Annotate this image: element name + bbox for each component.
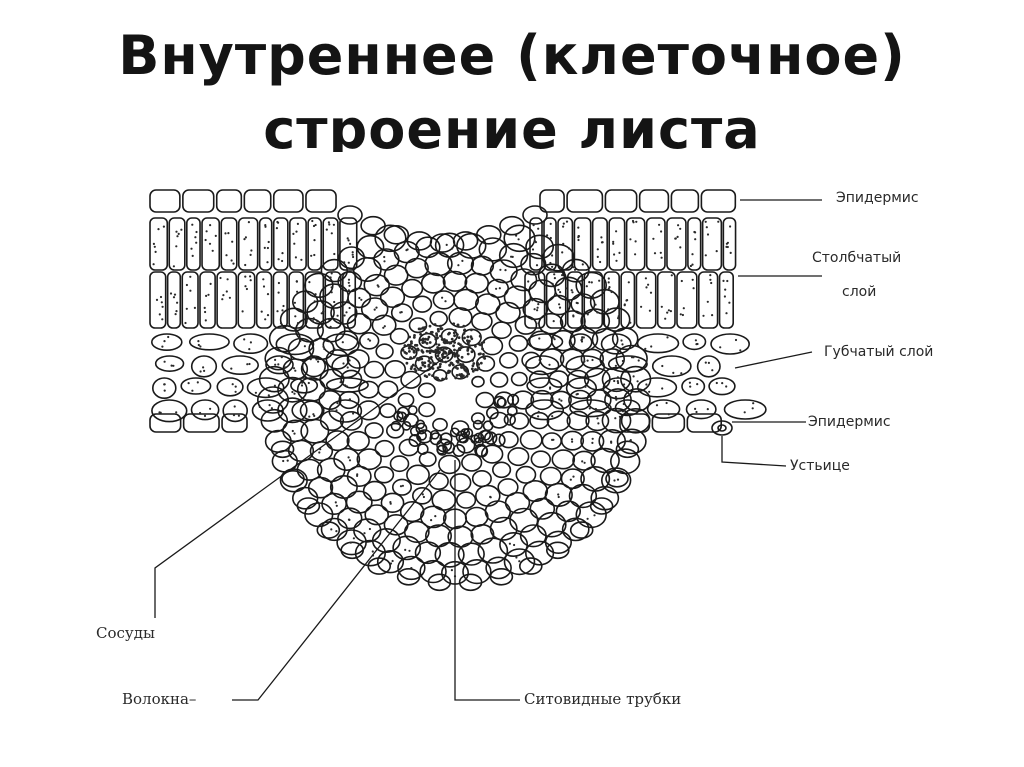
- label-stoma: Устьице: [790, 458, 850, 474]
- label-sieve-tubes: Ситовидные трубки: [524, 690, 682, 708]
- label-fibers: Волокна–: [122, 690, 197, 708]
- label-palisade-layer-1: Столбчатый: [812, 250, 902, 266]
- label-epidermis-bottom: Эпидермис: [808, 414, 891, 430]
- label-vessels: Сосуды: [96, 624, 155, 642]
- chloroplast-dots: [152, 219, 755, 578]
- label-epidermis-top: Эпидермис: [836, 190, 919, 206]
- title-area: Внутреннее (клеточное) строение листа: [0, 0, 1024, 152]
- label-spongy-layer: Губчатый слой: [824, 344, 934, 360]
- slide-title-line-2: строение листа: [263, 98, 761, 152]
- label-palisade-layer-2: слой: [842, 284, 877, 300]
- slide-title-line-1: Внутреннее (клеточное): [118, 24, 906, 87]
- leader-lines: [154, 199, 822, 701]
- leaf-cells: [149, 189, 767, 592]
